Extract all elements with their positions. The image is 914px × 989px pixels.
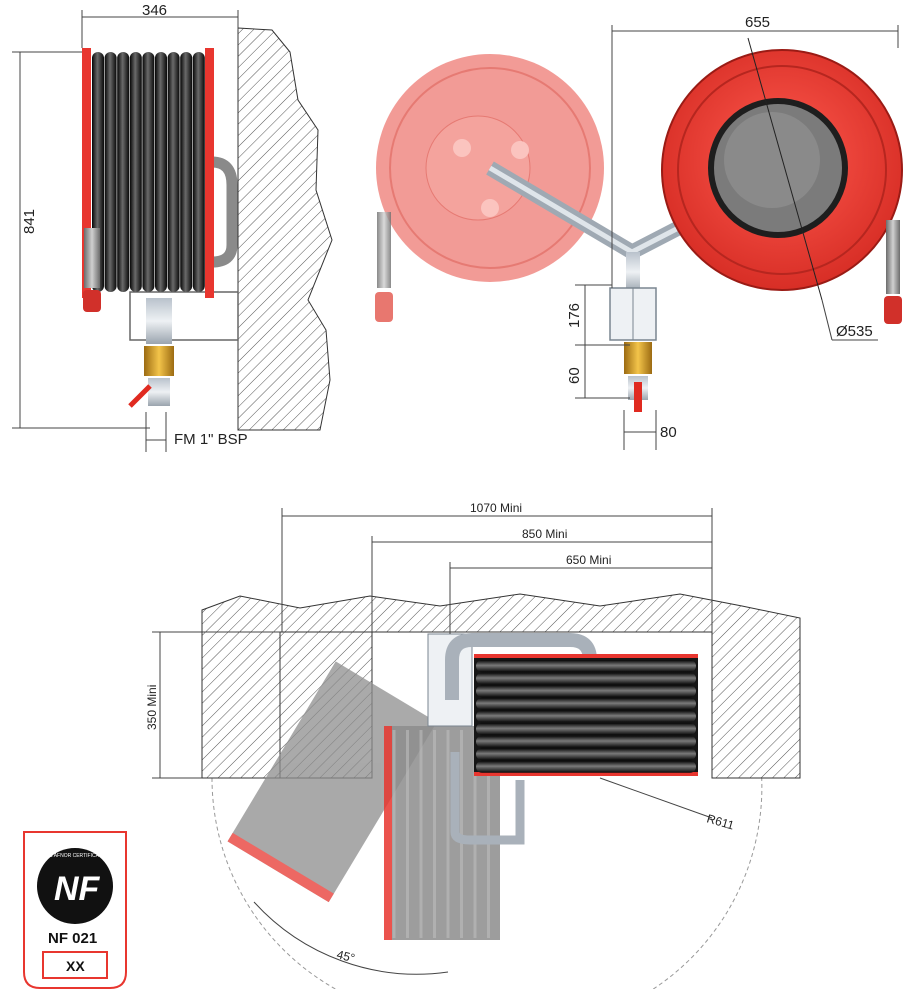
ghost-hose-grip	[377, 212, 391, 288]
depth-dimension: 350 Mini	[145, 685, 159, 730]
hose-coil	[476, 760, 696, 773]
width-dimension: 346	[142, 2, 167, 19]
hose-coil	[155, 52, 167, 292]
hose-coil	[476, 660, 696, 672]
nf-logo-disc	[37, 848, 113, 924]
reel-rim-groove	[677, 65, 887, 275]
hose-coil	[476, 735, 696, 748]
span-dimension: 655	[745, 14, 770, 31]
hose-coil	[192, 52, 205, 292]
radius-leader	[599, 777, 713, 819]
reel-flange-right	[205, 48, 214, 298]
ghost-bolt-1	[453, 139, 471, 157]
nf-logo-text: NF	[54, 870, 101, 908]
hose-coils-side	[92, 52, 205, 292]
hose-coil	[476, 710, 696, 723]
connection-label: FM 1" BSP	[174, 431, 248, 448]
ghost-support-pipe	[450, 752, 525, 845]
hose-grip-right	[886, 220, 900, 294]
nozzle-grip	[84, 228, 100, 288]
hose-coil	[117, 52, 130, 292]
dim-850-label: 850 Mini	[522, 527, 567, 541]
hose-coil	[104, 52, 117, 292]
ghost-hub	[425, 115, 531, 221]
diameter-line	[747, 37, 823, 301]
plan-view: 1070 Mini 850 Mini 650 Mini 350 Mini R61…	[145, 501, 801, 989]
offset-dimension: 80	[660, 424, 677, 441]
brass-fitting	[144, 346, 174, 376]
ghost-nozzle	[375, 292, 393, 322]
hose-coil	[476, 685, 696, 698]
nf-certification-badge: NF GIS AFNOR CERTIFICATION NF 021 XX	[23, 831, 127, 989]
nf-code: NF 021	[48, 930, 97, 947]
height-dimension: 841	[21, 209, 38, 234]
nf-arc-text: GIS AFNOR CERTIFICATION	[44, 853, 111, 859]
radius-dimension: R611	[705, 811, 736, 832]
hose-coil	[476, 672, 696, 685]
angle-dimension: 45°	[335, 947, 356, 965]
class-box	[42, 951, 108, 979]
hose-coil	[129, 52, 142, 292]
ghost-reel-swung-1	[227, 661, 437, 903]
valve-body	[148, 378, 170, 406]
wall-hatch-side	[237, 27, 333, 431]
valve-handle-front	[634, 382, 642, 412]
reel-center-shade	[724, 112, 820, 208]
hose-coil	[180, 52, 193, 292]
class-code: XX	[66, 958, 85, 974]
angle-arc	[253, 901, 449, 975]
diameter-leader	[821, 299, 833, 341]
brass-fitting-front	[624, 342, 652, 374]
plan-flange-top	[474, 654, 698, 658]
plan-flange-bottom	[474, 772, 698, 776]
nozzle-tip	[83, 290, 101, 312]
dim-1070-label: 1070 Mini	[470, 501, 522, 515]
vertical-pivot	[626, 252, 640, 292]
diameter-dimension: Ø535	[836, 323, 873, 340]
nozzle-right	[884, 296, 902, 324]
bracket-dimension: 176	[566, 303, 583, 328]
front-view: 655 Ø535 176 60 80	[375, 14, 903, 450]
plan-support-pipe	[445, 633, 597, 700]
valve-dimension: 60	[566, 367, 583, 384]
hose-coil	[476, 723, 696, 735]
hose-coil	[476, 697, 696, 710]
ghost-bolt-3	[481, 199, 499, 217]
plan-hose-coils	[476, 660, 696, 773]
support-arm	[211, 156, 238, 268]
side-view: 346 841 FM 1" BSP	[12, 2, 333, 452]
hose-coil	[476, 748, 696, 761]
hose-coil	[142, 52, 155, 292]
wall-bracket	[129, 291, 239, 341]
hose-coil	[167, 52, 180, 292]
pivot-column	[146, 298, 172, 344]
dim-650-label: 650 Mini	[566, 553, 611, 567]
ghost-bolt-2	[511, 141, 529, 159]
reel-flange-left	[82, 48, 91, 298]
ghost-reel-rim	[389, 67, 591, 269]
valve-handle	[128, 384, 152, 408]
